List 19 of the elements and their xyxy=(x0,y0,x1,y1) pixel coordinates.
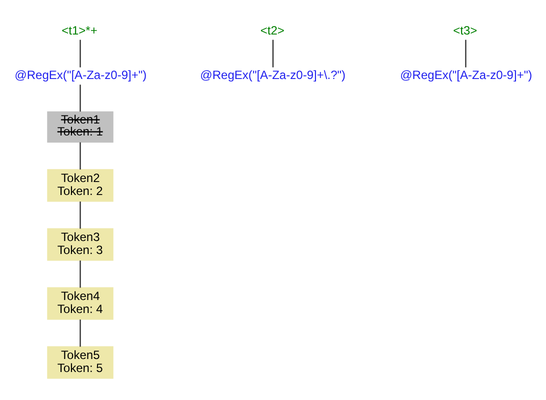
node-text: <t3> xyxy=(453,22,478,37)
node-text: <t1>*+ xyxy=(62,22,98,37)
connector xyxy=(80,319,81,346)
connector xyxy=(80,260,81,288)
node-box: Token2 Token: 2 xyxy=(47,168,114,202)
node-box: Token4 Token: 4 xyxy=(47,286,114,320)
node-text: @RegEx("[A-Za-z0-9]+") xyxy=(14,67,147,82)
node-box: Token5 Token: 5 xyxy=(47,346,114,378)
connector xyxy=(80,201,81,228)
node-text: @RegEx("[A-Za-z0-9]+\.?") xyxy=(200,67,346,82)
connector xyxy=(80,142,81,170)
node-text: <t2> xyxy=(260,22,284,37)
connector xyxy=(80,84,81,112)
connector xyxy=(80,39,81,67)
node-text: @RegEx("[A-Za-z0-9]+") xyxy=(400,67,532,82)
connector xyxy=(272,39,274,67)
node-box: Token1 Token: 1 xyxy=(47,110,114,142)
connector xyxy=(465,39,466,67)
node-box: Token3 Token: 3 xyxy=(47,228,114,260)
